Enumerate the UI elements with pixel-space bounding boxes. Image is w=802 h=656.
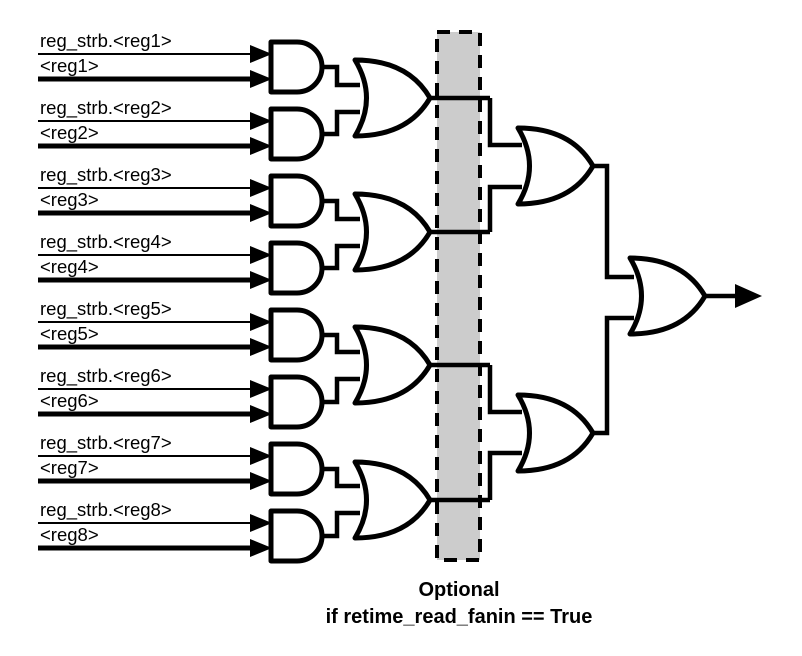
- output-arrow: [735, 284, 762, 308]
- input-arrow-data-1: [250, 70, 272, 88]
- input-label-data-6: <reg6>: [40, 390, 99, 411]
- or-gate-stage-3: [627, 255, 762, 337]
- input-arrow-strobe-1: [250, 45, 272, 63]
- and-gate-7: [268, 441, 325, 497]
- input-row-5: reg_strb.<reg5> <reg5>: [38, 298, 272, 356]
- input-label-strobe-4: reg_strb.<reg4>: [40, 231, 172, 253]
- input-row-4: reg_strb.<reg4> <reg4>: [38, 231, 272, 289]
- input-row-2: reg_strb.<reg2> <reg2>: [38, 97, 272, 155]
- and-to-or-routing: [322, 64, 360, 539]
- route-and7-to-or4: [322, 466, 360, 489]
- input-label-strobe-5: reg_strb.<reg5>: [40, 298, 172, 320]
- input-arrow-strobe-2: [250, 112, 272, 130]
- route-box2-to-or5: [487, 184, 522, 232]
- or-gate-stage-1: [352, 57, 433, 541]
- or-stage2-input-routing: [487, 98, 522, 500]
- register-passthrough-wires: [430, 95, 490, 503]
- and-gate-2: [268, 106, 325, 162]
- register-stage-box: [435, 30, 482, 562]
- or-gate-4: [352, 459, 433, 541]
- input-row-7: reg_strb.<reg7> <reg7>: [38, 432, 272, 490]
- or-gate-2: [352, 191, 433, 273]
- input-arrow-data-2: [250, 137, 272, 155]
- input-arrow-data-5: [250, 338, 272, 356]
- route-and8-to-or4: [322, 510, 360, 539]
- optional-register-stage: [435, 30, 482, 562]
- or-gate-6: [515, 392, 596, 474]
- input-arrow-strobe-6: [250, 380, 272, 398]
- or-gate-3: [352, 324, 433, 406]
- route-and6-to-or3: [322, 376, 360, 405]
- input-arrow-strobe-3: [250, 179, 272, 197]
- input-row-1: reg_strb.<reg1> <reg1>: [38, 30, 272, 88]
- input-arrow-strobe-5: [250, 313, 272, 331]
- route-and1-to-or1: [322, 64, 360, 88]
- input-arrow-data-4: [250, 271, 272, 289]
- and-gate-5: [268, 307, 325, 363]
- input-label-strobe-6: reg_strb.<reg6>: [40, 365, 172, 387]
- input-label-strobe-7: reg_strb.<reg7>: [40, 432, 172, 454]
- input-label-data-2: <reg2>: [40, 122, 99, 143]
- input-arrow-data-8: [250, 539, 272, 557]
- route-and4-to-or2: [322, 243, 360, 271]
- input-label-strobe-2: reg_strb.<reg2>: [40, 97, 172, 119]
- and-gate-8: [268, 508, 325, 564]
- input-label-strobe-1: reg_strb.<reg1>: [40, 30, 172, 52]
- and-gate-6: [268, 374, 325, 430]
- or-stage3-input-routing: [593, 163, 634, 436]
- input-row-6: reg_strb.<reg6> <reg6>: [38, 365, 272, 423]
- route-and3-to-or2: [322, 198, 360, 222]
- caption-line-2: if retime_read_fanin == True: [326, 606, 593, 628]
- input-arrow-strobe-4: [250, 246, 272, 264]
- input-label-data-3: <reg3>: [40, 189, 99, 210]
- input-arrow-strobe-8: [250, 514, 272, 532]
- input-label-data-8: <reg8>: [40, 524, 99, 545]
- input-label-data-7: <reg7>: [40, 457, 99, 478]
- input-arrow-strobe-7: [250, 447, 272, 465]
- input-row-3: reg_strb.<reg3> <reg3>: [38, 164, 272, 222]
- input-label-strobe-8: reg_strb.<reg8>: [40, 499, 172, 521]
- or-gate-5: [515, 125, 596, 207]
- and-gate-3: [268, 173, 325, 229]
- input-label-data-5: <reg5>: [40, 323, 99, 344]
- and-gate-1: [268, 39, 325, 95]
- or-gate-1: [352, 57, 433, 139]
- input-label-strobe-3: reg_strb.<reg3>: [40, 164, 172, 186]
- route-box1-to-or5: [487, 98, 522, 148]
- input-arrow-data-3: [250, 204, 272, 222]
- input-row-8: reg_strb.<reg8> <reg8>: [38, 499, 272, 557]
- input-arrow-data-6: [250, 405, 272, 423]
- route-and2-to-or1: [322, 109, 360, 137]
- and-gate-stage: [268, 39, 325, 564]
- route-box4-to-or6: [487, 450, 522, 500]
- input-signal-group: reg_strb.<reg1> <reg1> reg_strb.<reg2> <…: [38, 30, 272, 557]
- or-gate-7: [627, 255, 708, 337]
- input-label-data-4: <reg4>: [40, 256, 99, 277]
- route-or5-to-or7: [593, 163, 634, 280]
- input-label-data-1: <reg1>: [40, 55, 99, 76]
- caption-line-1: Optional: [418, 579, 499, 601]
- and-gate-4: [268, 240, 325, 296]
- route-box3-to-or6: [487, 365, 522, 415]
- register-stage-caption: Optional if retime_read_fanin == True: [326, 579, 593, 628]
- route-and5-to-or3: [322, 332, 360, 355]
- input-arrow-data-7: [250, 472, 272, 490]
- route-or6-to-or7: [593, 315, 634, 436]
- or-gate-stage-2: [515, 125, 596, 474]
